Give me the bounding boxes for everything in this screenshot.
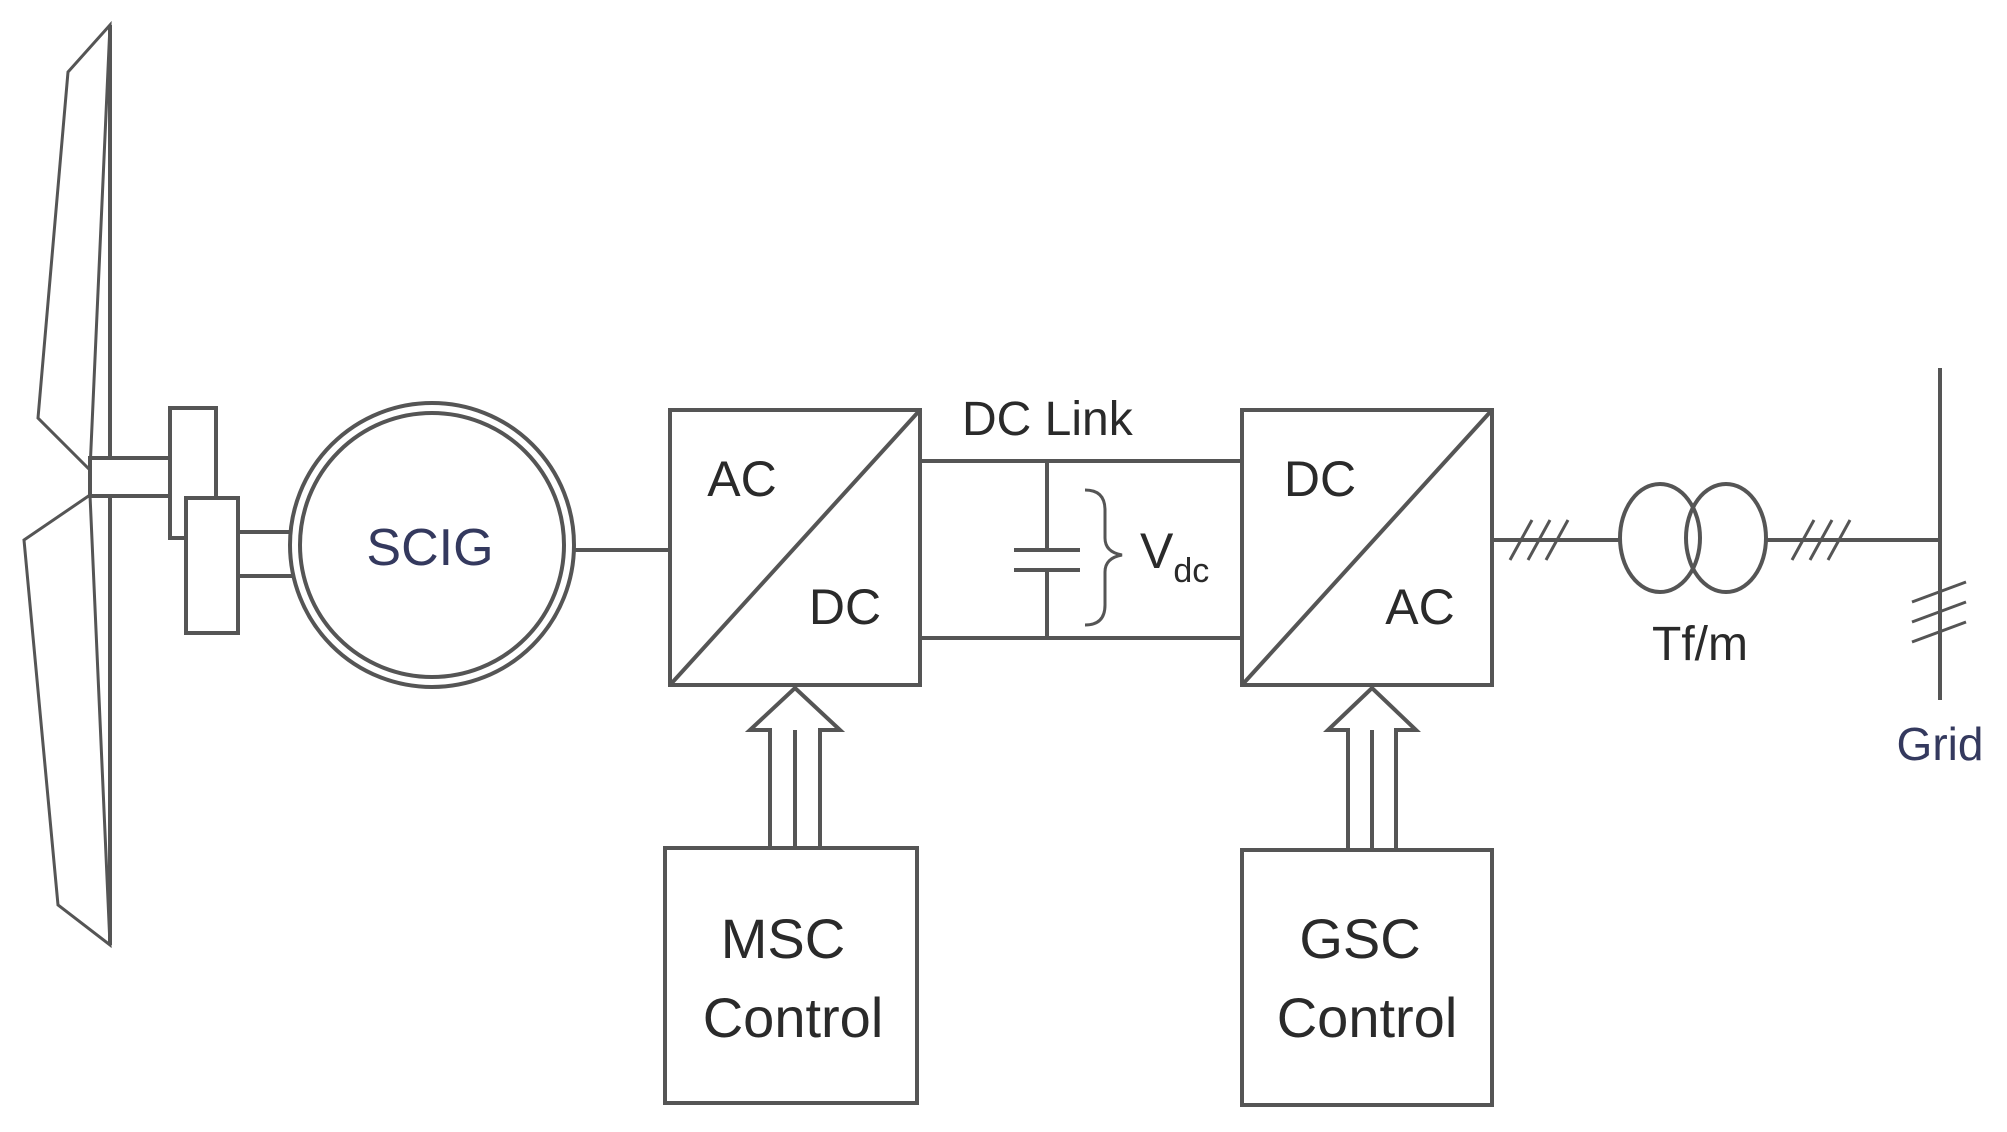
msc-output-label: DC — [809, 579, 881, 635]
gsc-control-arrow — [1323, 685, 1421, 852]
grid-side-converter: DC AC — [1240, 408, 1494, 687]
msc-control-line1: MSC — [721, 907, 845, 970]
grid-label: Grid — [1897, 718, 1984, 770]
scig-generator: SCIG — [288, 401, 576, 689]
machine-side-converter: AC DC — [668, 408, 922, 687]
wind-turbine-blades-icon — [22, 20, 188, 949]
gsc-output-label: AC — [1385, 579, 1454, 635]
vdc-label: Vdc — [1140, 523, 1209, 590]
gsc-control-block: GSC Control — [1240, 848, 1494, 1107]
vdc-symbol: V — [1140, 523, 1174, 579]
vdc-subscript: dc — [1173, 552, 1209, 590]
gsc-control-line1: GSC — [1299, 907, 1420, 970]
scig-label: SCIG — [366, 519, 493, 577]
msc-control-arrow — [744, 685, 846, 850]
three-phase-mark-icon — [1508, 519, 1570, 561]
capacitor-icon — [1014, 461, 1080, 638]
msc-input-label: AC — [707, 451, 776, 507]
vdc-brace — [1084, 488, 1123, 627]
three-phase-mark-icon — [1790, 519, 1852, 561]
grid-bus-icon — [1911, 368, 1967, 700]
msc-control-line2: Control — [703, 986, 884, 1049]
msc-control-block: MSC Control — [663, 846, 919, 1105]
transformer-label: Tf/m — [1652, 618, 1748, 671]
gearbox-icon — [168, 406, 302, 635]
gsc-control-line2: Control — [1277, 986, 1458, 1049]
transformer-icon — [1618, 482, 1768, 594]
dc-link-label: DC Link — [962, 393, 1134, 446]
gsc-input-label: DC — [1284, 451, 1356, 507]
